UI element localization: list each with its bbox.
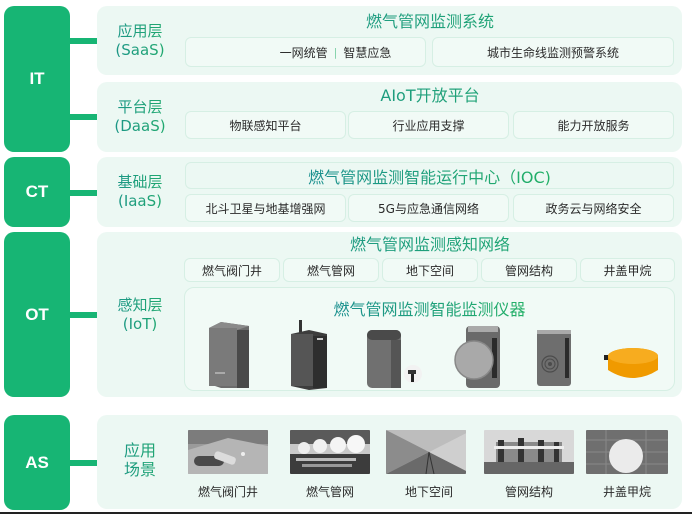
- scene-caption-underground: 地下空间: [404, 485, 453, 499]
- separator: |: [333, 45, 338, 59]
- connector-iaas: [69, 190, 98, 196]
- layer-label-daas: 平台层 (DaaS): [97, 98, 183, 136]
- box-label: 地下空间: [405, 263, 454, 278]
- saas-title: 燃气管网监测系统: [185, 12, 675, 32]
- layer-label-saas: 应用层 (SaaS): [97, 22, 183, 60]
- layer-label-iaas: 基础层 (IaaS): [97, 173, 183, 211]
- gray-box-probe-monitor-icon: [365, 328, 423, 390]
- layer-code: (SaaS): [97, 41, 183, 60]
- orange-manhole-sensor-icon: [603, 346, 661, 382]
- box-label: 井盖甲烷: [603, 263, 652, 278]
- scene-caption-pipeline: 燃气管网: [305, 485, 354, 499]
- saas-box-lifeline: 城市生命线监测预警系统: [432, 37, 674, 67]
- pipe-structure-photo: [484, 430, 574, 474]
- panel-as: 应用 场景 燃气阀门井 燃气管网 地下空间 管网结构 井盖甲烷: [97, 415, 682, 509]
- layer-name: 平台层: [97, 98, 183, 117]
- connector-iot: [69, 312, 98, 318]
- round-sensor-monitor-icon: [454, 324, 502, 390]
- bottom-border: [0, 512, 692, 514]
- iot-network-title: 燃气管网监测感知网络: [185, 235, 675, 255]
- daas-box-industry: 行业应用支撑: [348, 111, 509, 139]
- network-item-structure: 管网结构: [481, 258, 577, 282]
- saas-item-lifeline: 城市生命线监测预警系统: [486, 45, 619, 60]
- iaas-box-beidou: 北斗卫星与地基增强网: [185, 194, 346, 222]
- nfc-sensor-monitor-icon: [535, 328, 573, 388]
- daas-title: AIoT开放平台: [185, 86, 675, 106]
- iaas-title-box: 燃气管网监测智能运行中心（IOC): [185, 162, 674, 189]
- connector-saas: [69, 38, 98, 44]
- box-label: 能力开放服务: [557, 118, 630, 133]
- layer-label-iot: 感知层 (IoT): [97, 296, 183, 334]
- layer-code: (IaaS): [97, 192, 183, 211]
- saas-item-smart-emergency: 智慧应急: [343, 45, 392, 60]
- scene-caption-structure: 管网结构: [504, 485, 553, 499]
- tier-ct-label: CT: [25, 182, 49, 201]
- layer-code: 场景: [97, 460, 183, 479]
- devices-panel: 燃气管网监测智能监测仪器: [184, 287, 675, 391]
- dark-box-antenna-monitor-icon: [289, 320, 329, 390]
- network-item-valve-well: 燃气阀门井: [184, 258, 280, 282]
- connector-daas: [69, 114, 98, 120]
- valve-well-photo: [188, 430, 268, 474]
- layer-name: 应用: [97, 441, 183, 460]
- layer-name: 应用层: [97, 22, 183, 41]
- network-item-underground: 地下空间: [382, 258, 478, 282]
- layer-code: (DaaS): [97, 117, 183, 136]
- tier-ot: OT: [4, 232, 70, 397]
- box-label: 燃气管网: [306, 263, 355, 278]
- box-label: 北斗卫星与地基增强网: [205, 201, 326, 216]
- daas-box-open-service: 能力开放服务: [513, 111, 674, 139]
- iaas-box-5g: 5G与应急通信网络: [348, 194, 509, 222]
- box-label: 物联感知平台: [229, 118, 302, 133]
- tier-as: AS: [4, 415, 70, 510]
- manhole-cover-photo: [586, 430, 668, 474]
- panel-iaas: 基础层 (IaaS) 燃气管网监测智能运行中心（IOC) 北斗卫星与地基增强网 …: [97, 157, 682, 227]
- layer-name: 感知层: [97, 296, 183, 315]
- gas-pipeline-photo: [290, 430, 370, 474]
- box-label: 5G与应急通信网络: [378, 201, 479, 216]
- saas-box-unified: 一网统管 | 智慧应急: [185, 37, 426, 67]
- network-item-pipeline: 燃气管网: [283, 258, 379, 282]
- iaas-box-gov-cloud: 政务云与网络安全: [513, 194, 674, 222]
- underground-tunnel-photo: [386, 430, 466, 474]
- tier-as-label: AS: [25, 452, 49, 472]
- daas-box-iot-platform: 物联感知平台: [185, 111, 346, 139]
- box-label: 政务云与网络安全: [545, 201, 642, 216]
- layer-code: (IoT): [97, 315, 183, 334]
- tier-it: IT: [4, 6, 70, 152]
- panel-iot: 感知层 (IoT) 燃气管网监测感知网络 燃气阀门井 燃气管网 地下空间 管网结…: [97, 232, 682, 397]
- layer-label-as: 应用 场景: [97, 441, 183, 479]
- tier-ct: CT: [4, 157, 70, 227]
- tier-it-label: IT: [29, 69, 45, 88]
- connector-as: [69, 460, 98, 466]
- devices-title: 燃气管网监测智能监测仪器: [333, 296, 525, 320]
- box-label: 燃气阀门井: [201, 263, 262, 278]
- layer-name: 基础层: [97, 173, 183, 192]
- panel-saas: 应用层 (SaaS) 燃气管网监测系统 一网统管 | 智慧应急 城市生命线监测预…: [97, 6, 682, 75]
- gray-box-monitor-icon: [207, 320, 251, 390]
- box-label: 管网结构: [504, 263, 553, 278]
- panel-daas: 平台层 (DaaS) AIoT开放平台 物联感知平台 行业应用支撑 能力开放服务: [97, 82, 682, 152]
- tier-ot-label: OT: [25, 304, 49, 324]
- scene-caption-manhole-methane: 井盖甲烷: [602, 485, 651, 499]
- box-label: 行业应用支撑: [392, 118, 465, 133]
- saas-item-unified-management: 一网统管: [279, 45, 328, 60]
- network-item-manhole-methane: 井盖甲烷: [580, 258, 675, 282]
- scene-caption-valve-well: 燃气阀门井: [197, 485, 258, 499]
- iaas-title: 燃气管网监测智能运行中心（IOC): [308, 164, 551, 188]
